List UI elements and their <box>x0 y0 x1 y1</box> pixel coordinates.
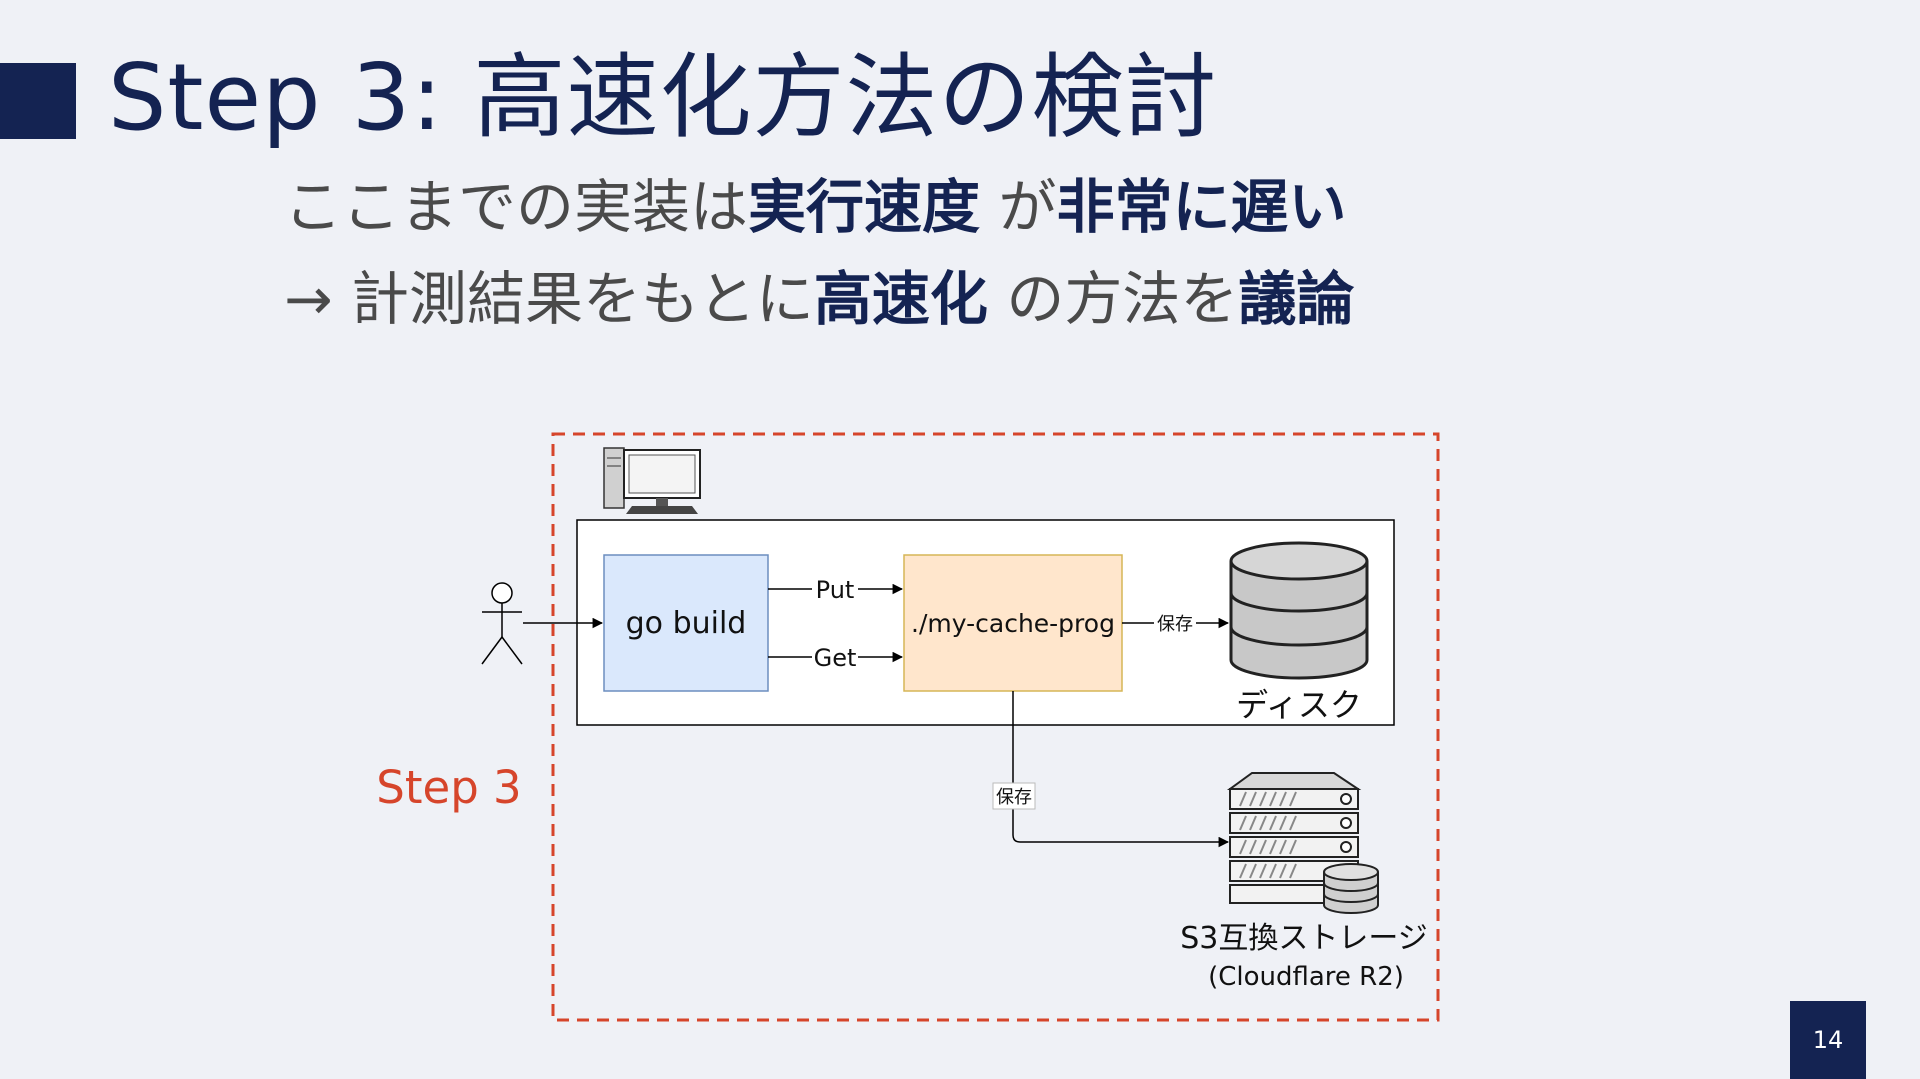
save-to-disk-label: 保存 <box>1157 614 1193 635</box>
server-icon <box>1226 772 1379 914</box>
database-icon <box>1229 541 1369 680</box>
emphasis-text: 議論 <box>1238 265 1355 333</box>
body-text: が <box>980 173 1057 241</box>
body-text: ここまでの実装は <box>284 173 749 241</box>
disk-label: ディスク <box>1236 686 1362 724</box>
s3-storage-label: S3互換ストレージ <box>1180 921 1428 956</box>
body-text: → 計測結果をもとに <box>284 265 814 333</box>
person-icon <box>481 582 523 665</box>
go-build-label: go build <box>626 606 747 641</box>
put-label: Put <box>816 576 855 604</box>
page-number: 14 <box>1790 1001 1866 1079</box>
computer-icon <box>603 447 701 514</box>
bullet-line-1: ここまでの実装は実行速度 が非常に遅い <box>284 178 1346 236</box>
s3-storage-sublabel: (Cloudflare R2) <box>1208 962 1404 992</box>
title-marker <box>0 63 76 139</box>
emphasis-text: 高速化 <box>813 265 988 333</box>
bullet-line-2: → 計測結果をもとに高速化 の方法を議論 <box>284 270 1354 328</box>
go-build-node <box>603 554 769 692</box>
body-text: の方法を <box>987 265 1239 333</box>
step-label: Step 3 <box>376 761 521 814</box>
emphasis-text: 実行速度 <box>748 173 981 241</box>
save-to-s3-label: 保存 <box>996 787 1032 808</box>
step-boundary <box>551 432 1440 1022</box>
cache-prog-label: ./my-cache-prog <box>911 609 1115 638</box>
emphasis-text: 非常に遅い <box>1056 173 1347 241</box>
slide-title: Step 3: 高速化方法の検討 <box>108 44 1218 151</box>
get-label: Get <box>814 644 857 672</box>
